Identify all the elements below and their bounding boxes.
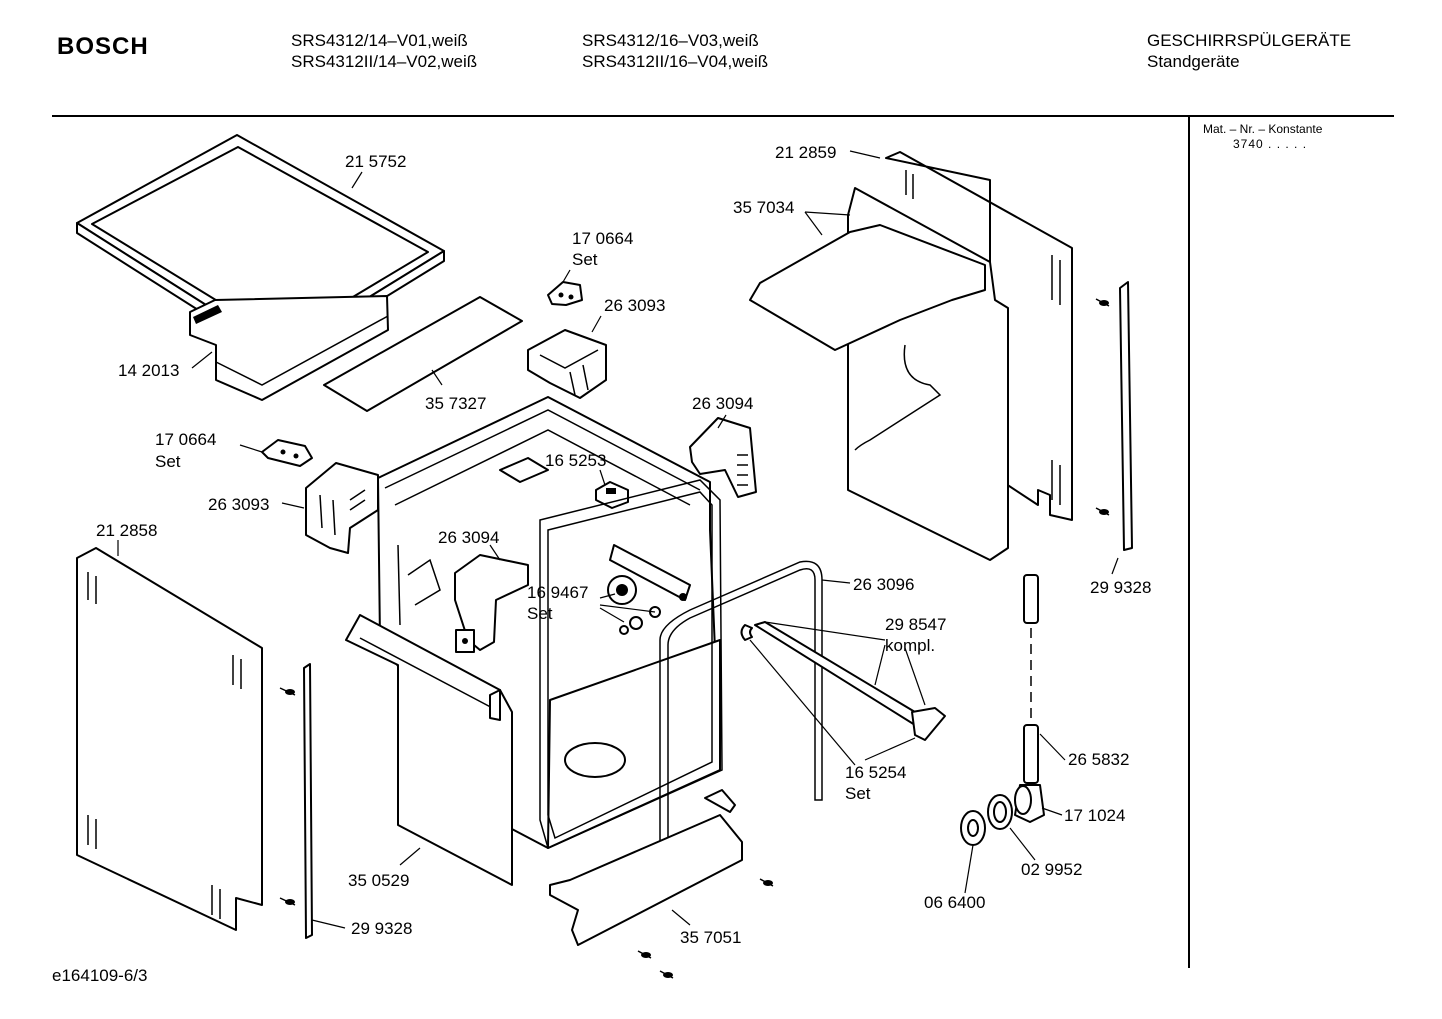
sidebar-title: Mat. – Nr. – Konstante [1203, 122, 1323, 136]
part-door-frame[interactable] [539, 479, 723, 850]
label-front-panel[interactable]: 35 0529 [348, 871, 409, 890]
label-arm-clip-set: Set [845, 784, 871, 803]
part-insulation[interactable] [749, 187, 1009, 561]
part-hose[interactable] [1023, 574, 1039, 784]
label-bearing[interactable]: 16 9467 [527, 583, 588, 602]
label-bearing-set: Set [527, 604, 553, 623]
part-rail-left[interactable] [303, 663, 313, 939]
label-hinge-upper[interactable]: 17 0664 [572, 229, 633, 248]
part-nut[interactable] [960, 810, 986, 846]
label-hinge-left[interactable]: 17 0664 [155, 430, 216, 449]
header-rule [52, 115, 1394, 117]
part-ring[interactable] [987, 794, 1013, 830]
label-seal[interactable]: 26 3096 [853, 575, 914, 594]
label-spray-arm-kompl: kompl. [885, 636, 935, 655]
part-bracket-left[interactable] [305, 462, 379, 554]
part-spray-arm[interactable] [740, 621, 946, 741]
label-spray-arm[interactable]: 29 8547 [885, 615, 946, 634]
screws [279, 298, 1110, 979]
sidebar-constant: Mat. – Nr. – Konstante 3740 . . . . . [1203, 122, 1322, 152]
part-cover-right[interactable] [689, 417, 757, 498]
label-base-plate[interactable]: 35 7051 [680, 928, 741, 947]
part-labels: 21 5752 14 2013 17 0664 Set 26 3093 35 7… [96, 143, 1151, 947]
label-side-panel-right[interactable]: 21 2859 [775, 143, 836, 162]
label-insulation[interactable]: 35 7034 [733, 198, 794, 217]
label-hinge-upper-set: Set [572, 250, 598, 269]
model-list-1: SRS4312/14–V01,weiß SRS4312II/14–V02,wei… [291, 30, 477, 72]
category-title: GESCHIRRSPÜLGERÄTE [1147, 31, 1352, 50]
label-latch[interactable]: 16 5253 [545, 451, 606, 470]
category-subtitle: Standgeräte [1147, 52, 1240, 71]
brand-logo: BOSCH [57, 33, 149, 60]
model-list-2: SRS4312/16–V03,weiß SRS4312II/16–V04,wei… [582, 30, 768, 72]
part-front-trim[interactable] [189, 295, 389, 401]
model-line: SRS4312II/16–V04,weiß [582, 52, 769, 71]
model-line: SRS4312/16–V03,weiß [582, 31, 759, 50]
part-base-plate[interactable] [549, 789, 743, 946]
leader-lines [117, 150, 1119, 929]
label-nut[interactable]: 06 6400 [924, 893, 985, 912]
label-hose[interactable]: 26 5832 [1068, 750, 1129, 769]
label-rail-right[interactable]: 29 9328 [1090, 578, 1151, 597]
part-strip[interactable] [323, 296, 523, 412]
label-side-panel-left[interactable]: 21 2858 [96, 521, 157, 540]
sidebar-constant-value: 3740 . . . . . [1233, 137, 1308, 151]
label-strip[interactable]: 35 7327 [425, 394, 486, 413]
part-bearing[interactable] [607, 544, 691, 635]
label-ring[interactable]: 02 9952 [1021, 860, 1082, 879]
label-elbow[interactable]: 17 1024 [1064, 806, 1125, 825]
model-line: SRS4312II/14–V02,weiß [291, 52, 478, 71]
part-side-panel-left[interactable] [76, 547, 263, 931]
model-line: SRS4312/14–V01,weiß [291, 31, 468, 50]
label-top-lid[interactable]: 21 5752 [345, 152, 406, 171]
category: GESCHIRRSPÜLGERÄTE Standgeräte [1147, 30, 1351, 72]
part-elbow[interactable] [1014, 784, 1045, 823]
part-bracket-upper[interactable] [527, 329, 607, 399]
part-rail-right[interactable] [1119, 281, 1133, 551]
label-cover-mid[interactable]: 26 3094 [438, 528, 499, 547]
label-bracket-upper[interactable]: 26 3093 [604, 296, 665, 315]
sidebar-divider [1188, 117, 1190, 968]
label-rail-left[interactable]: 29 9328 [351, 919, 412, 938]
label-hinge-left-set: Set [155, 452, 181, 471]
part-front-panel[interactable] [345, 614, 513, 886]
label-arm-clip[interactable]: 16 5254 [845, 763, 906, 782]
part-cover-mid[interactable] [454, 554, 529, 653]
part-hinge-left[interactable] [261, 439, 313, 467]
drawing-code: e164109-6/3 [52, 966, 148, 985]
part-latch[interactable] [595, 481, 629, 509]
part-hinge-upper[interactable] [547, 281, 583, 306]
label-cover-right[interactable]: 26 3094 [692, 394, 753, 413]
label-bracket-left[interactable]: 26 3093 [208, 495, 269, 514]
label-top-front-trim[interactable]: 14 2013 [118, 361, 179, 380]
